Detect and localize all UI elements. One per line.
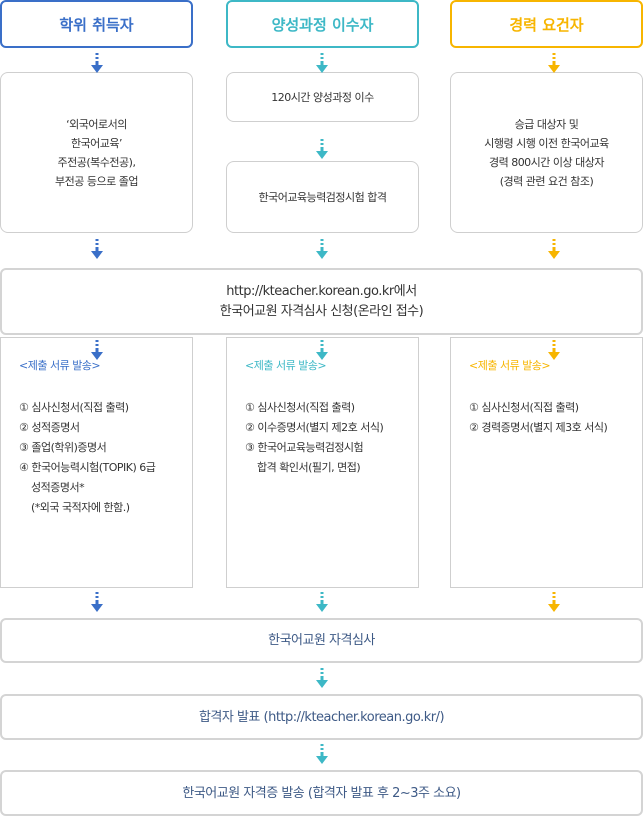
- documents-title: <제출 서류 발송>: [245, 359, 327, 372]
- down-arrow-icon: [315, 743, 329, 767]
- online-application-box: http://kteacher.korean.go.kr에서 한국어교원 자격심…: [0, 268, 643, 335]
- header-degree-holder: 학위 취득자: [0, 0, 193, 48]
- experience-requirement-box: 승급 대상자 및 시행령 시행 이전 한국어교육 경력 800시간 이상 대상자…: [450, 72, 643, 233]
- down-arrow-icon: [315, 238, 329, 262]
- doc-item: ① 심사신청서(직접 출력): [19, 401, 129, 414]
- down-arrow-icon: [547, 52, 561, 76]
- text: ‘외국어로서의: [66, 117, 127, 131]
- doc-item: ② 이수증명서(별지 제2호 서식): [245, 421, 384, 434]
- doc-item: ① 심사신청서(직접 출력): [245, 401, 355, 414]
- documents-title: <제출 서류 발송>: [19, 359, 101, 372]
- result-announcement-box: 합격자 발표 (http://kteacher.korean.go.kr/): [0, 694, 643, 740]
- down-arrow-icon: [315, 138, 329, 162]
- text: 120시간 양성과정 이수: [271, 90, 374, 104]
- documents-box-degree: <제출 서류 발송> ① 심사신청서(직접 출력) ② 성적증명서 ③ 졸업(학…: [0, 337, 193, 588]
- text: 합격자 발표 (http://kteacher.korean.go.kr/): [198, 709, 445, 725]
- down-arrow-icon: [90, 339, 104, 363]
- text: 한국어교원 자격심사: [268, 633, 375, 648]
- down-arrow-icon: [315, 591, 329, 615]
- degree-requirement-box: ‘외국어로서의 한국어교육’ 주전공(복수전공), 부전공 등으로 졸업: [0, 72, 193, 233]
- doc-note: (*외국 국적자에 한함.): [31, 501, 130, 514]
- text: 부전공 등으로 졸업: [55, 174, 138, 188]
- application-url-text: http://kteacher.korean.go.kr에서: [226, 283, 417, 299]
- text: 주전공(복수전공),: [57, 155, 136, 169]
- header-training-completer: 양성과정 이수자: [226, 0, 419, 48]
- down-arrow-icon: [547, 238, 561, 262]
- doc-item: ② 경력증명서(별지 제3호 서식): [469, 421, 608, 434]
- down-arrow-icon: [90, 238, 104, 262]
- certificate-issuance-box: 한국어교원 자격증 발송 (합격자 발표 후 2~3주 소요): [0, 770, 643, 816]
- header-experience-qualifier: 경력 요건자: [450, 0, 643, 48]
- text: 한국어교육’: [70, 136, 123, 150]
- doc-item: ④ 한국어능력시험(TOPIK) 6급: [19, 461, 156, 474]
- doc-item: ② 성적증명서: [19, 421, 80, 434]
- training-step-box: 120시간 양성과정 이수: [226, 72, 419, 122]
- documents-title: <제출 서류 발송>: [469, 359, 551, 372]
- application-text: 한국어교원 자격심사 신청(온라인 접수): [219, 303, 424, 319]
- down-arrow-icon: [547, 591, 561, 615]
- down-arrow-icon: [547, 339, 561, 363]
- text: (경력 관련 요건 참조): [499, 174, 594, 188]
- text: 한국어교원 자격증 발송 (합격자 발표 후 2~3주 소요): [182, 785, 461, 801]
- down-arrow-icon: [315, 339, 329, 363]
- doc-item: 성적증명서*: [31, 481, 85, 494]
- down-arrow-icon: [315, 52, 329, 76]
- down-arrow-icon: [90, 591, 104, 615]
- doc-item: ③ 한국어교육능력검정시험: [245, 441, 364, 454]
- doc-item: ③ 졸업(학위)증명서: [19, 441, 107, 454]
- text: 승급 대상자 및: [514, 117, 579, 131]
- text: 한국어교육능력검정시험 합격: [258, 190, 387, 204]
- qualification-review-box: 한국어교원 자격심사: [0, 618, 643, 663]
- text: 경력 800시간 이상 대상자: [488, 155, 605, 169]
- doc-item: 합격 확인서(필기, 면접): [257, 461, 361, 474]
- documents-box-experience: <제출 서류 발송> ① 심사신청서(직접 출력) ② 경력증명서(별지 제3호…: [450, 337, 643, 588]
- doc-item: ① 심사신청서(직접 출력): [469, 401, 579, 414]
- down-arrow-icon: [90, 52, 104, 76]
- exam-step-box: 한국어교육능력검정시험 합격: [226, 161, 419, 233]
- documents-box-training: <제출 서류 발송> ① 심사신청서(직접 출력) ② 이수증명서(별지 제2호…: [226, 337, 419, 588]
- down-arrow-icon: [315, 667, 329, 691]
- text: 시행령 시행 이전 한국어교육: [484, 136, 609, 150]
